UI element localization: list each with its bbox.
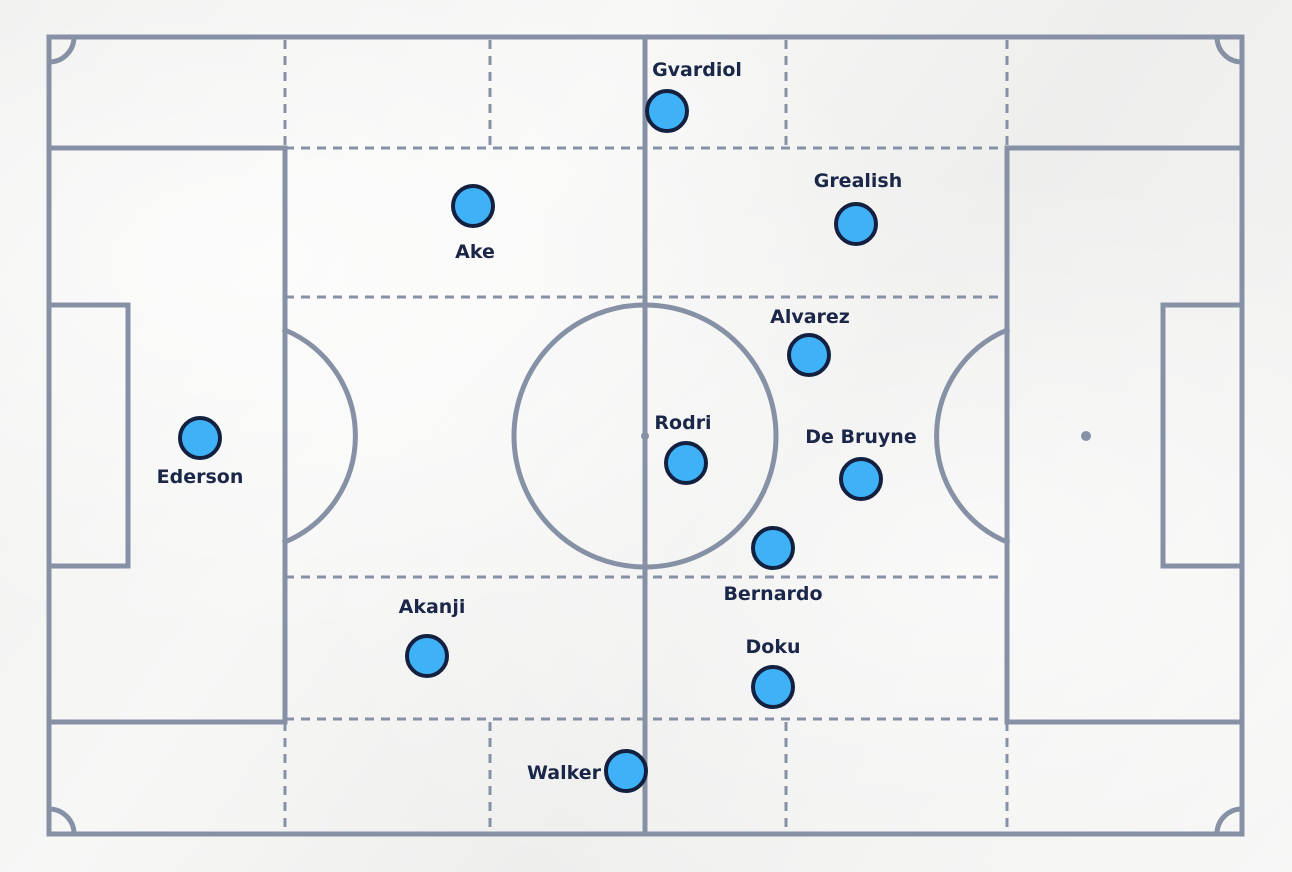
centre-spot xyxy=(641,432,649,440)
player-debruyne[interactable]: De Bruyne xyxy=(805,426,917,501)
player-marker[interactable] xyxy=(751,665,795,709)
player-akanji[interactable]: Akanji xyxy=(399,596,466,678)
player-marker[interactable] xyxy=(405,634,449,678)
player-grealish[interactable]: Grealish xyxy=(814,170,903,246)
player-label: Doku xyxy=(746,636,801,658)
left-goal-area xyxy=(46,302,131,569)
player-label: Akanji xyxy=(399,596,466,618)
player-doku[interactable]: Doku xyxy=(746,636,801,709)
player-marker[interactable] xyxy=(834,202,878,246)
corner-arc-top-right xyxy=(1214,34,1245,65)
player-marker[interactable] xyxy=(787,333,831,377)
player-marker[interactable] xyxy=(664,441,708,485)
player-marker[interactable] xyxy=(645,89,689,133)
centre-circle xyxy=(511,302,779,570)
player-ederson[interactable]: Ederson xyxy=(157,416,244,488)
player-label: Grealish xyxy=(814,170,903,192)
player-label: De Bruyne xyxy=(805,426,916,448)
player-label: Walker xyxy=(527,762,602,784)
left-penalty-area xyxy=(46,145,288,725)
player-label: Alvarez xyxy=(770,306,850,328)
player-label: Rodri xyxy=(654,412,711,434)
zone-grid xyxy=(283,40,1009,832)
player-marker[interactable] xyxy=(451,184,495,228)
left-penalty-arc xyxy=(281,326,358,546)
right-penalty-area xyxy=(1004,145,1245,725)
right-penalty-spot xyxy=(1081,431,1091,441)
player-gvardiol[interactable]: Gvardiol xyxy=(645,59,742,133)
player-walker[interactable]: Walker xyxy=(527,749,648,793)
corner-arc-top-left xyxy=(46,34,77,65)
corner-arc-bottom-left xyxy=(46,806,77,837)
player-marker[interactable] xyxy=(839,457,883,501)
player-marker[interactable] xyxy=(178,416,222,460)
right-goal-area xyxy=(1160,302,1245,569)
right-penalty-arc xyxy=(934,326,1011,546)
player-marker[interactable] xyxy=(751,526,795,570)
player-marker[interactable] xyxy=(604,749,648,793)
player-label: Bernardo xyxy=(723,583,822,605)
player-rodri[interactable]: Rodri xyxy=(654,412,712,485)
player-alvarez[interactable]: Alvarez xyxy=(770,306,850,377)
player-bernardo[interactable]: Bernardo xyxy=(723,526,823,605)
player-label: Ederson xyxy=(157,466,244,488)
player-ake[interactable]: Ake xyxy=(451,184,495,263)
player-label: Gvardiol xyxy=(652,59,742,81)
corner-arc-bottom-right xyxy=(1214,806,1245,837)
player-label: Ake xyxy=(455,241,495,263)
